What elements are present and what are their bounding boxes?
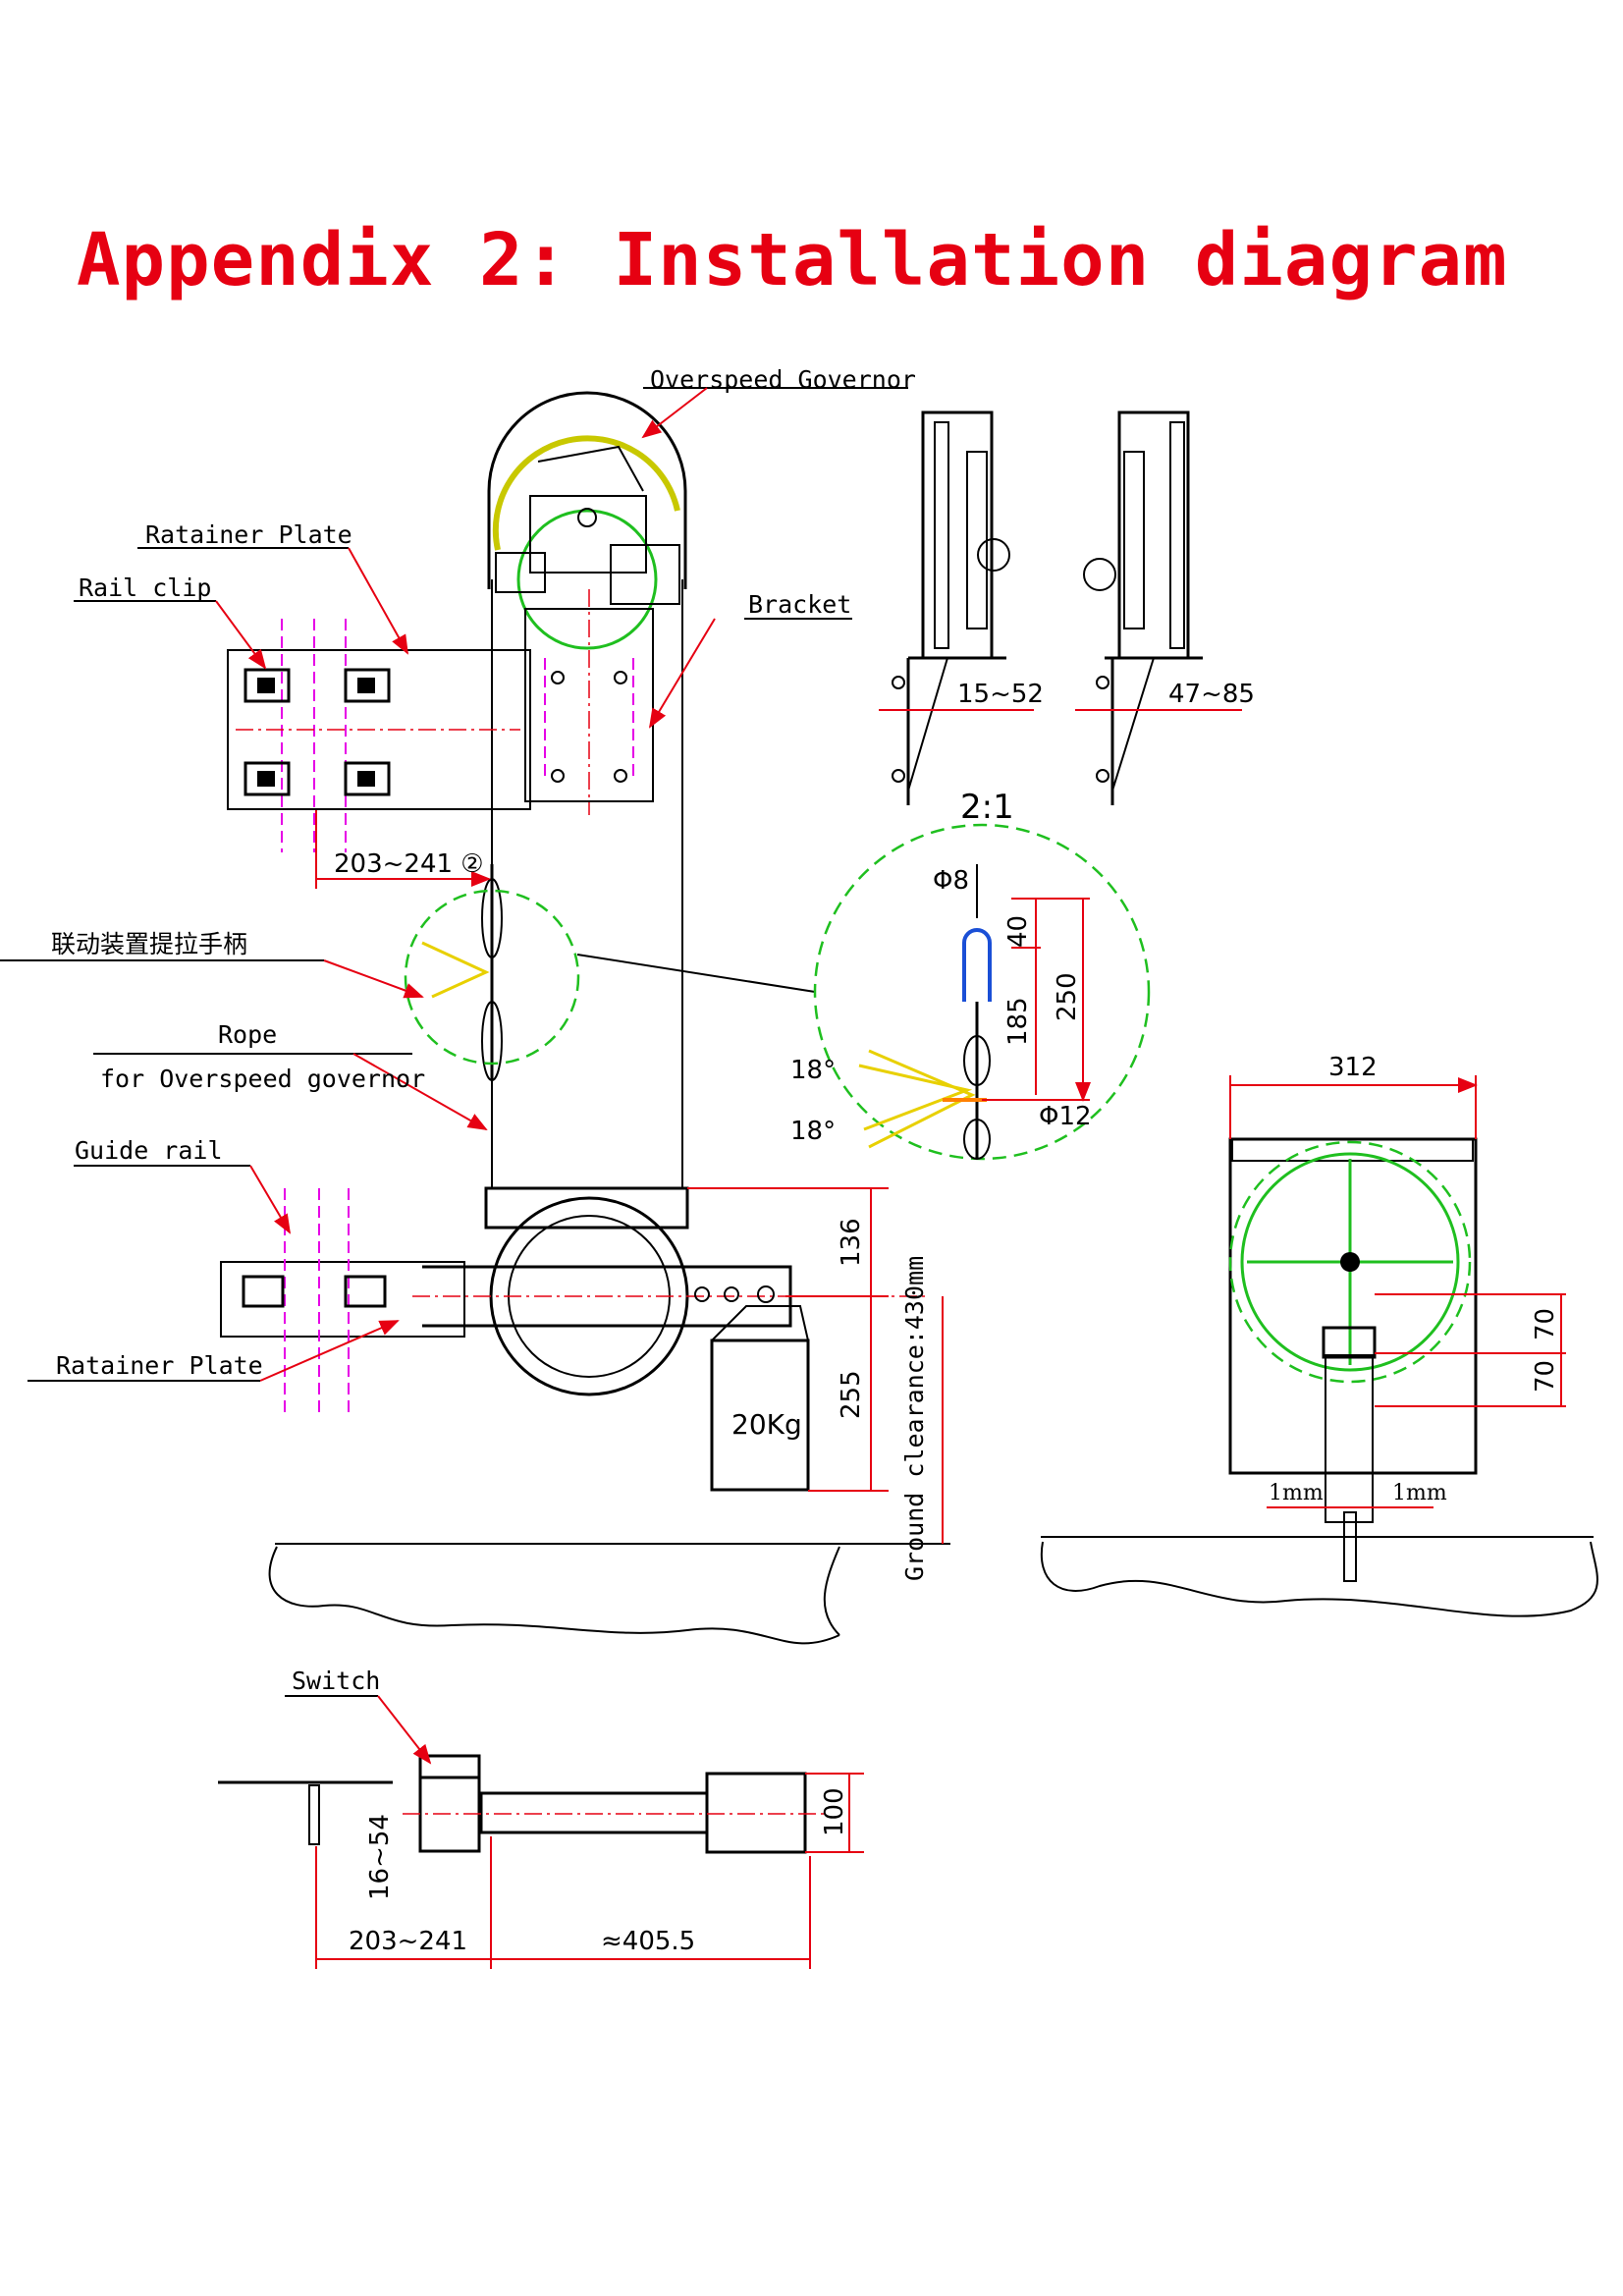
dim-angle-top: 18° — [790, 1056, 836, 1085]
dim-gap-left: 1mm — [1269, 1481, 1324, 1505]
side-view-left — [892, 410, 1010, 805]
dim-phi12: Φ12 — [1039, 1102, 1092, 1131]
label-linkage-handle: 联动装置提拉手柄 — [51, 930, 247, 958]
dim-plan-rail-distance: 203~241 — [349, 1927, 467, 1956]
dim-phi8: Φ8 — [933, 866, 969, 896]
dimension-lines — [315, 709, 1566, 1969]
ground — [268, 1543, 950, 1645]
dim-70-bottom: 70 — [1531, 1360, 1560, 1393]
leader-lines — [0, 387, 908, 1765]
label-switch: Switch — [292, 1667, 380, 1695]
plan-view — [218, 1754, 825, 1854]
detail-view — [813, 823, 1151, 1161]
dim-angle-bottom: 18° — [790, 1117, 836, 1146]
dim-40: 40 — [1003, 915, 1033, 948]
dim-plan-length: ≈405.5 — [601, 1927, 695, 1956]
governor-sheave — [487, 391, 687, 650]
label-rail-clip: Rail clip — [79, 574, 211, 602]
label-overspeed-governor: Overspeed Governor — [650, 365, 916, 394]
label-guide-rail: Guide rail — [75, 1136, 223, 1165]
dim-255: 255 — [837, 1370, 866, 1419]
label-rope: Rope — [218, 1020, 277, 1049]
label-weight: 20Kg — [731, 1408, 802, 1441]
dim-185: 185 — [1003, 997, 1033, 1046]
rope-linkage — [404, 864, 816, 1081]
label-bracket: Bracket — [748, 590, 851, 619]
dim-250: 250 — [1053, 972, 1082, 1021]
dim-plan-width: 100 — [820, 1787, 849, 1836]
side-view-right — [1083, 410, 1203, 805]
dim-136: 136 — [837, 1218, 866, 1267]
dim-bracket-right: 47~85 — [1168, 680, 1255, 709]
dim-gap-right: 1mm — [1392, 1481, 1447, 1505]
label-retainer-plate-bottom: Ratainer Plate — [56, 1351, 263, 1380]
bracket-plate — [524, 589, 654, 815]
page-title: Appendix 2: Installation diagram — [77, 218, 1508, 302]
dim-rail-distance: 203~241 ② — [334, 849, 484, 879]
label-scale: 2:1 — [960, 788, 1014, 827]
dim-70-top: 70 — [1531, 1308, 1560, 1340]
dim-plan-gap: 16~54 — [365, 1814, 395, 1900]
upper-retainer-plate — [227, 619, 531, 852]
end-view — [1040, 1137, 1598, 1617]
label-retainer-plate-top: Ratainer Plate — [145, 520, 352, 549]
tension-pulley — [220, 1186, 928, 1492]
label-rope-for-governor: for Overspeed governor — [100, 1065, 425, 1093]
dim-ground-clearance: Ground clearance:430mm — [900, 1256, 929, 1581]
dim-bracket-left: 15~52 — [957, 680, 1044, 709]
dim-312: 312 — [1328, 1053, 1378, 1082]
front-view — [220, 391, 950, 1645]
